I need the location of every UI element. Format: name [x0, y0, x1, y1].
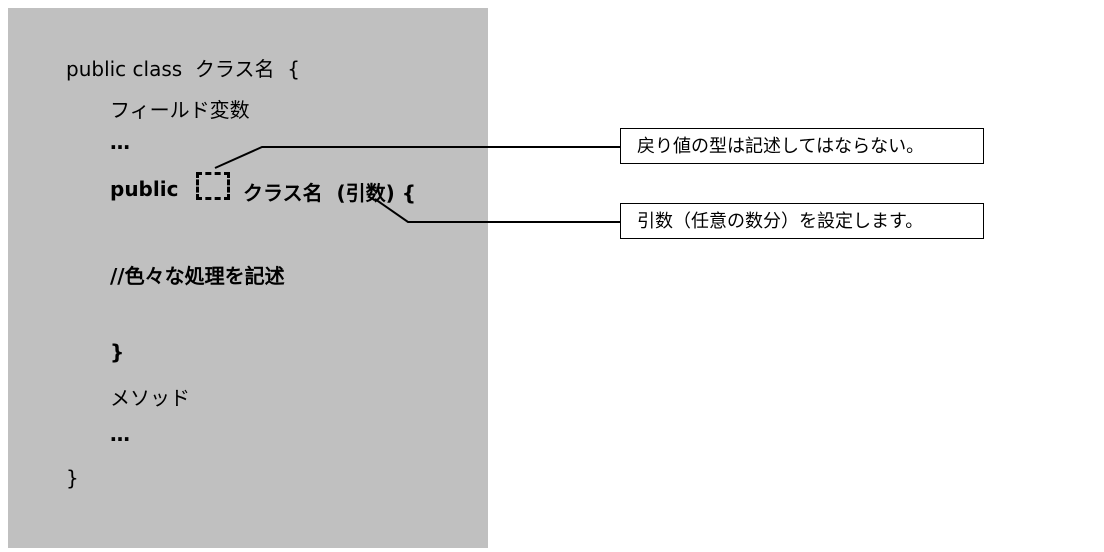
constructor-public: public	[110, 177, 179, 201]
arguments-leader	[374, 198, 620, 223]
methods: メソッド	[110, 386, 190, 410]
return-type-placeholder	[196, 172, 230, 200]
code-panel	[8, 8, 488, 548]
constructor-close-brace: }	[110, 340, 125, 364]
return-type-callout: 戻り値の型は記述してはならない。	[620, 128, 984, 164]
class-close-brace: }	[66, 466, 79, 490]
field-variables: フィールド変数	[110, 98, 250, 122]
constructor-signature: クラス名 (引数) {	[243, 181, 417, 205]
return-type-leader	[214, 146, 620, 169]
processing-comment: //色々な処理を記述	[110, 264, 285, 288]
ellipsis: …	[110, 422, 130, 446]
arguments-callout: 引数（任意の数分）を設定します。	[620, 203, 984, 239]
class-declaration: public class クラス名 {	[66, 57, 300, 81]
ellipsis: …	[110, 130, 130, 154]
